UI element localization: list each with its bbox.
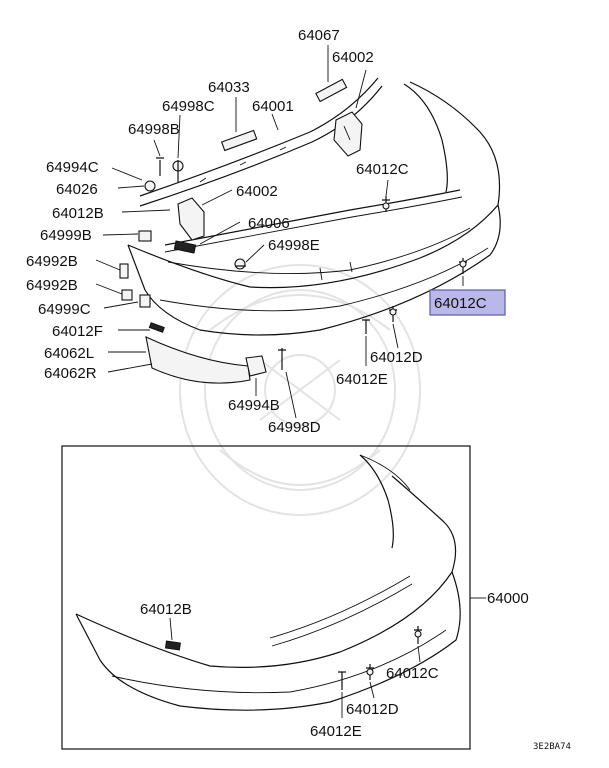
label-64006: 64006: [248, 215, 290, 232]
label-64012c-top: 64012C: [356, 161, 409, 178]
label-64994c: 64994C: [46, 159, 99, 176]
label-64002-mid: 64002: [236, 183, 278, 200]
label-64012e-top: 64012E: [336, 371, 388, 388]
label-64999b: 64999B: [40, 227, 92, 244]
label-64012b-box: 64012B: [140, 601, 192, 618]
highlighted-part-64012c[interactable]: 64012C: [429, 289, 506, 316]
label-64062l: 64062L: [44, 345, 94, 362]
label-64994b: 64994B: [228, 397, 280, 414]
label-64033: 64033: [208, 79, 250, 96]
label-64067: 64067: [298, 27, 340, 44]
lower-leader-lines: [169, 597, 486, 718]
label-64012d-top: 64012D: [370, 349, 423, 366]
label-64026: 64026: [56, 181, 98, 198]
label-64012e-box: 64012E: [310, 723, 362, 740]
label-64012f: 64012F: [52, 323, 103, 340]
upper-leader-lines: [95, 45, 464, 419]
fastener-icons: [119, 157, 467, 370]
label-64012d-box: 64012D: [346, 701, 399, 718]
label-64992b-1: 64992B: [26, 253, 78, 270]
label-64998e: 64998E: [268, 237, 320, 254]
label-64002-top: 64002: [332, 49, 374, 66]
label-64998d: 64998D: [268, 419, 321, 436]
label-64012c-box: 64012C: [386, 665, 439, 682]
label-64999c: 64999C: [38, 301, 91, 318]
label-64998c: 64998C: [162, 98, 215, 115]
label-64000: 64000: [487, 590, 529, 607]
label-64062r: 64062R: [44, 365, 97, 382]
label-64992b-2: 64992B: [26, 277, 78, 294]
label-64001: 64001: [252, 98, 294, 115]
label-64012c-highlight[interactable]: 64012C: [434, 295, 487, 312]
assembled-bumper-box: [61, 445, 471, 750]
label-64998b: 64998B: [128, 121, 180, 138]
label-64012b-top: 64012B: [52, 205, 104, 222]
diagram-code: 3E2BA74: [533, 742, 571, 752]
upper-assembly: [119, 77, 501, 384]
watermark-emblem: [179, 264, 421, 516]
